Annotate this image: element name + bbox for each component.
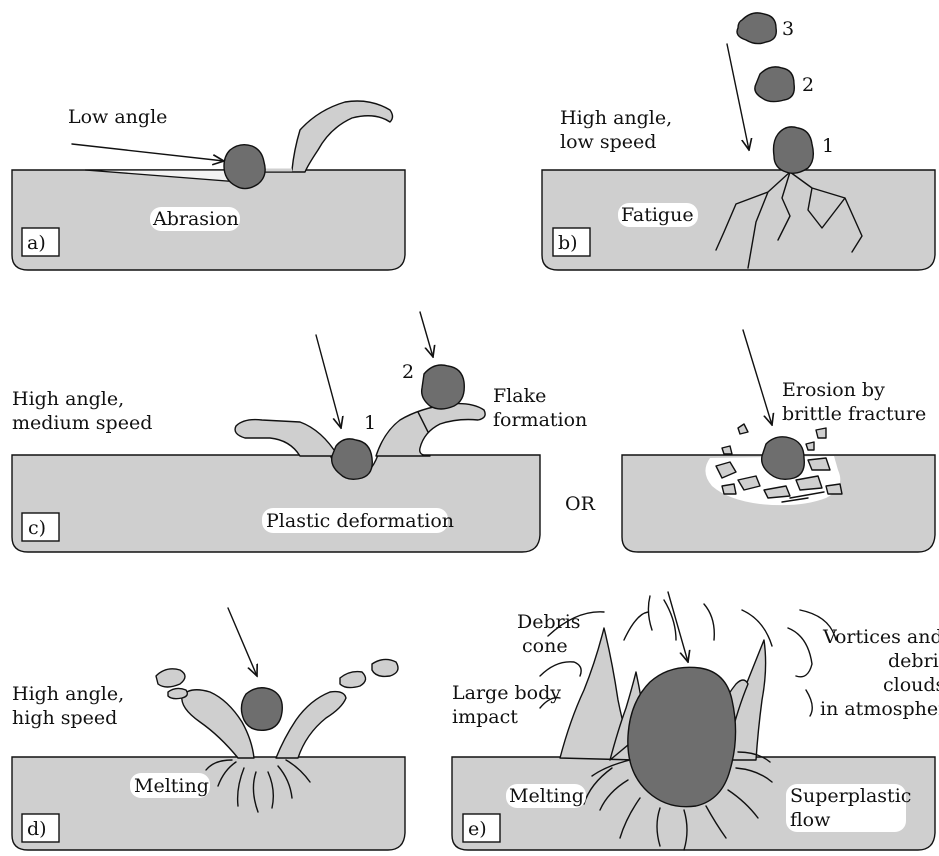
panel-e-super-line2: flow bbox=[790, 809, 831, 831]
panel-b-rock-1 bbox=[774, 127, 814, 173]
panel-e-vortex-line1: Vortices and bbox=[822, 626, 939, 648]
panel-e-large-line1: Large body bbox=[452, 682, 561, 704]
panel-c-num-2: 2 bbox=[402, 361, 414, 383]
panel-b-num-2: 2 bbox=[802, 74, 814, 96]
panel-a-particle bbox=[224, 145, 265, 189]
panel-c-alt-arrow bbox=[743, 330, 772, 425]
panel-b-rock-2 bbox=[755, 67, 794, 102]
panel-e-rock bbox=[628, 667, 736, 806]
panel-b-rock-3 bbox=[737, 13, 776, 44]
panel-c-flake-line1: Flake bbox=[493, 385, 546, 407]
panel-c-rock-2 bbox=[422, 365, 465, 409]
panel-e-vortex-line3: clouds bbox=[883, 674, 939, 696]
panel-c-alt: Erosion by brittle fracture OR bbox=[565, 330, 935, 552]
panel-e-tag: e) bbox=[468, 818, 487, 840]
panel-e-vortex-line2: debris bbox=[888, 650, 939, 672]
panel-c-angle-line2: medium speed bbox=[12, 412, 152, 434]
panel-d: High angle, high speed Melting d) bbox=[12, 608, 405, 850]
panel-b-substrate bbox=[542, 170, 935, 270]
panel-c-arrow-1 bbox=[316, 335, 341, 428]
panel-b-mechanism-label: Fatigue bbox=[621, 204, 694, 226]
panel-e-arrow bbox=[668, 592, 688, 662]
panel-d-angle-line1: High angle, bbox=[12, 683, 124, 705]
panel-d-mechanism-label: Melting bbox=[134, 775, 209, 797]
panel-a: Low angle Abrasion a) bbox=[12, 101, 405, 270]
panel-d-splash-right bbox=[276, 692, 346, 758]
panel-c-arrow-2 bbox=[420, 312, 433, 357]
panel-d-angle-line2: high speed bbox=[12, 707, 117, 729]
panel-e: Debris cone Large body impact Vortices a… bbox=[452, 592, 939, 850]
panel-e-debris-line2: cone bbox=[522, 635, 568, 657]
panel-b-num-1: 1 bbox=[822, 135, 834, 157]
panel-b-num-3: 3 bbox=[782, 18, 794, 40]
panel-c-angle-line1: High angle, bbox=[12, 388, 124, 410]
panel-c-alt-erosion-line1: Erosion by bbox=[782, 379, 885, 401]
panel-b-arrow bbox=[727, 44, 749, 150]
panel-c-flake bbox=[376, 404, 485, 456]
panel-c-flake-line2: formation bbox=[493, 409, 587, 431]
panel-c-mechanism-label: Plastic deformation bbox=[266, 510, 454, 532]
panel-b-angle-line1: High angle, bbox=[560, 107, 672, 129]
panel-c-alt-rock bbox=[762, 437, 805, 479]
panel-a-tag: a) bbox=[27, 232, 46, 254]
panel-a-angle-label: Low angle bbox=[68, 106, 167, 128]
panel-b: 3 2 1 High angle, low speed Fatigue b) bbox=[542, 13, 935, 270]
panel-e-melting-label: Melting bbox=[509, 785, 584, 807]
or-label: OR bbox=[565, 493, 596, 515]
panel-d-substrate bbox=[12, 757, 405, 850]
panel-c: 1 2 High angle, medium speed Flake forma… bbox=[12, 312, 587, 552]
panel-d-tag: d) bbox=[27, 818, 47, 840]
panel-d-arrow bbox=[228, 608, 257, 676]
panel-c-alt-erosion-line2: brittle fracture bbox=[782, 403, 926, 425]
panel-c-substrate bbox=[12, 455, 540, 552]
panel-b-angle-line2: low speed bbox=[560, 131, 656, 153]
panel-e-vortex-line4: in atmosphere bbox=[820, 698, 939, 720]
panel-d-rock bbox=[241, 688, 282, 731]
panel-a-arrow bbox=[72, 144, 224, 161]
panel-a-mechanism-label: Abrasion bbox=[152, 208, 239, 230]
panel-a-chip bbox=[262, 101, 393, 172]
panel-e-large-line2: impact bbox=[452, 706, 518, 728]
panel-c-left-lip bbox=[235, 420, 338, 456]
panel-c-tag: c) bbox=[28, 517, 46, 539]
panel-e-super-line1: Superplastic bbox=[790, 785, 911, 807]
panel-e-debris-line1: Debris bbox=[517, 611, 581, 633]
panel-c-num-1: 1 bbox=[364, 412, 376, 434]
panel-b-tag: b) bbox=[558, 232, 578, 254]
